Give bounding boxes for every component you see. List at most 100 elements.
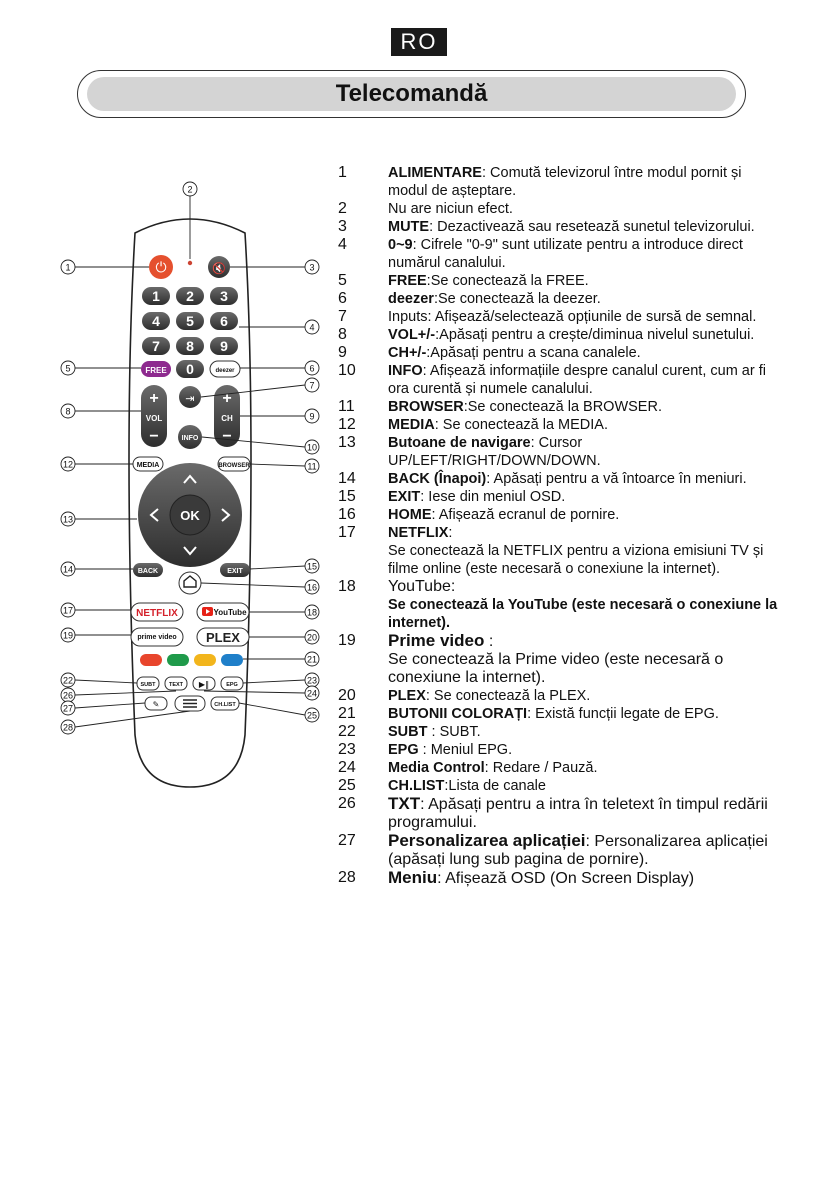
callout-number-1: 1 (65, 263, 70, 273)
callout-line-26 (74, 690, 177, 696)
digit-button-4 (142, 312, 170, 330)
item-number: 24 (338, 759, 356, 776)
item-keyword: FREE (388, 273, 427, 289)
netflix-label: NETFLIX (136, 608, 178, 619)
item-description: :Lista de canale (444, 778, 546, 794)
back-label: BACK (138, 568, 158, 575)
item-keyword: NETFLIX (388, 525, 449, 541)
item-number: 15 (338, 488, 356, 505)
svg-text:−: − (222, 428, 231, 445)
item-description: :Se conectează la BROWSER. (463, 399, 662, 415)
svg-text:−: − (149, 428, 158, 445)
callout-number-25: 25 (307, 711, 317, 721)
item-number: 3 (338, 218, 347, 235)
digit-button-9 (210, 337, 238, 355)
play-pause-icon: ▶‖ (199, 680, 209, 689)
item-text: NETFLIX: (388, 524, 778, 542)
callout-circle-12 (60, 456, 76, 472)
digit-button-8 (176, 337, 204, 355)
item-text: CH.LIST:Lista de canale (388, 777, 778, 795)
item-text: TXT: Apăsați pentru a intra în teletext … (388, 795, 778, 832)
item-description: : Cifrele "0-9" sunt utilizate pentru a … (388, 237, 743, 271)
title-bar: Telecomandă (77, 70, 746, 118)
up-arrow-icon (183, 474, 197, 484)
callout-number-8: 8 (65, 407, 70, 417)
digit-button-0 (176, 360, 204, 378)
blue-button (221, 654, 243, 666)
callout-line-7 (200, 384, 306, 398)
callout-circle-8 (60, 403, 76, 419)
prime-video-button (130, 627, 184, 647)
digit-label-2: 2 (186, 288, 194, 304)
edit-icon: ✎ (153, 700, 160, 709)
power-button (149, 255, 173, 279)
item-number: 21 (338, 705, 356, 722)
item-description: : (484, 633, 494, 650)
callout-circle-24 (304, 685, 320, 701)
app-custom-button (144, 696, 168, 711)
item-keyword: 0~9 (388, 237, 413, 253)
green-button (167, 654, 189, 666)
callout-number-13: 13 (63, 515, 73, 525)
item-keyword: Prime video (388, 631, 485, 650)
ch-rocker (214, 385, 240, 447)
callout-circle-21 (304, 651, 320, 667)
item-number: 20 (338, 687, 356, 704)
home-icon (183, 575, 197, 588)
callout-number-5: 5 (65, 364, 70, 374)
digit-label-5: 5 (186, 313, 194, 329)
browser-label: BROWSER (218, 463, 250, 469)
item-description: : Iese din meniul OSD. (420, 489, 566, 505)
callout-line-24 (203, 690, 306, 694)
item-keyword: Personalizarea aplicației (388, 831, 586, 850)
item-text: EXIT: Iese din meniul OSD. (388, 488, 778, 506)
item-keyword: HOME (388, 507, 432, 523)
digit-label-6: 6 (220, 313, 228, 329)
item-text: YouTube: (388, 578, 778, 596)
item-keyword: PLEX (388, 688, 426, 704)
item-description: : Afișează OSD (On Screen Display) (437, 870, 695, 887)
callout-number-4: 4 (309, 323, 314, 333)
item-text: ALIMENTARE: Comută televizorul între mod… (388, 164, 778, 200)
callout-circle-22 (60, 672, 76, 688)
subt-label: SUBT (141, 682, 157, 688)
item-description: : (448, 525, 453, 541)
item-number: 14 (338, 470, 356, 487)
callout-line-25 (238, 702, 306, 716)
item-number: 13 (338, 434, 356, 451)
item-keyword: VOL+/- (388, 327, 436, 343)
item-number: 11 (338, 398, 355, 415)
item-number: 9 (338, 344, 347, 361)
subt-button (136, 676, 160, 691)
item-description: :Apăsați pentru a scana canalele. (426, 345, 641, 361)
svg-text:⇥: ⇥ (185, 392, 194, 405)
item-number: 27 (338, 832, 356, 849)
item-number: 19 (338, 632, 356, 649)
callout-number-22: 22 (63, 676, 73, 686)
item-keyword: CH+/- (388, 345, 427, 361)
item-text: PLEX: Se conectează la PLEX. (388, 687, 778, 705)
item-description: : Dezactivează sau resetează sunetul tel… (429, 219, 755, 235)
callout-circle-19 (60, 627, 76, 643)
callout-circle-1 (60, 259, 76, 275)
digit-label-7: 7 (152, 338, 160, 354)
callout-number-10: 10 (307, 443, 317, 453)
text-button (164, 676, 188, 691)
item-number: 16 (338, 506, 356, 523)
item-detail: Se conectează la YouTube (este necesară … (388, 597, 778, 631)
vol-label: VOL (146, 414, 163, 423)
mute-button (208, 256, 230, 278)
callout-number-11: 11 (307, 462, 316, 472)
